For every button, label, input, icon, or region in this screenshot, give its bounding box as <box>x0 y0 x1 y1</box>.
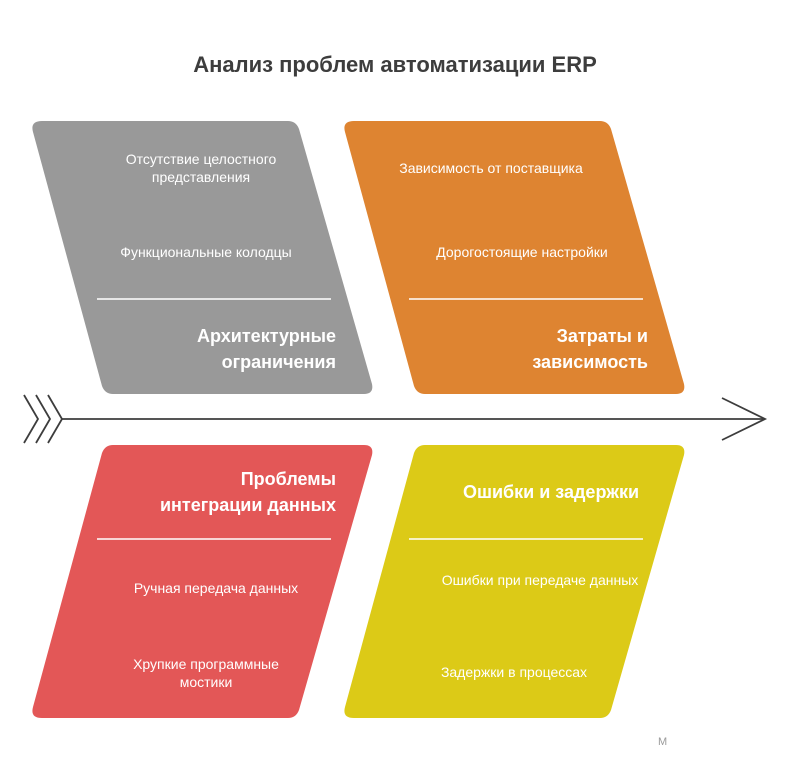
section-integration-shape <box>32 445 373 718</box>
integration-item-2: Хрупкие программные мостики <box>133 656 279 690</box>
spine-arrow <box>23 394 768 444</box>
architecture-item-2: Функциональные колодцы <box>120 244 292 260</box>
errors-heading: Ошибки и задержки <box>462 482 640 502</box>
integration-item-1: Ручная передача данных <box>133 580 299 596</box>
watermark-logo: M <box>658 736 668 748</box>
architecture-item-1: Отсутствие целостного представления <box>125 151 277 185</box>
integration-heading: Проблемы интеграции данных <box>159 469 336 515</box>
page-title: Анализ проблем автоматизации ERP <box>193 52 597 77</box>
spine-arrowhead <box>721 397 768 441</box>
costs-item-2: Дорогостоящие настройки <box>436 244 608 260</box>
section-costs-shape <box>344 121 685 394</box>
spine-tail-chevron <box>23 394 40 444</box>
errors-item-2: Задержки в процессах <box>440 664 588 680</box>
errors-item-1: Ошибки при передаче данных <box>441 572 639 588</box>
costs-item-1: Зависимость от поставщика <box>399 160 583 176</box>
costs-heading: Затраты и зависимость <box>532 326 648 372</box>
architecture-heading: Архитектурные ограничения <box>197 326 336 372</box>
section-architecture-shape <box>32 121 373 394</box>
spine-tail-chevron <box>35 394 52 444</box>
section-errors-shape <box>344 445 685 718</box>
